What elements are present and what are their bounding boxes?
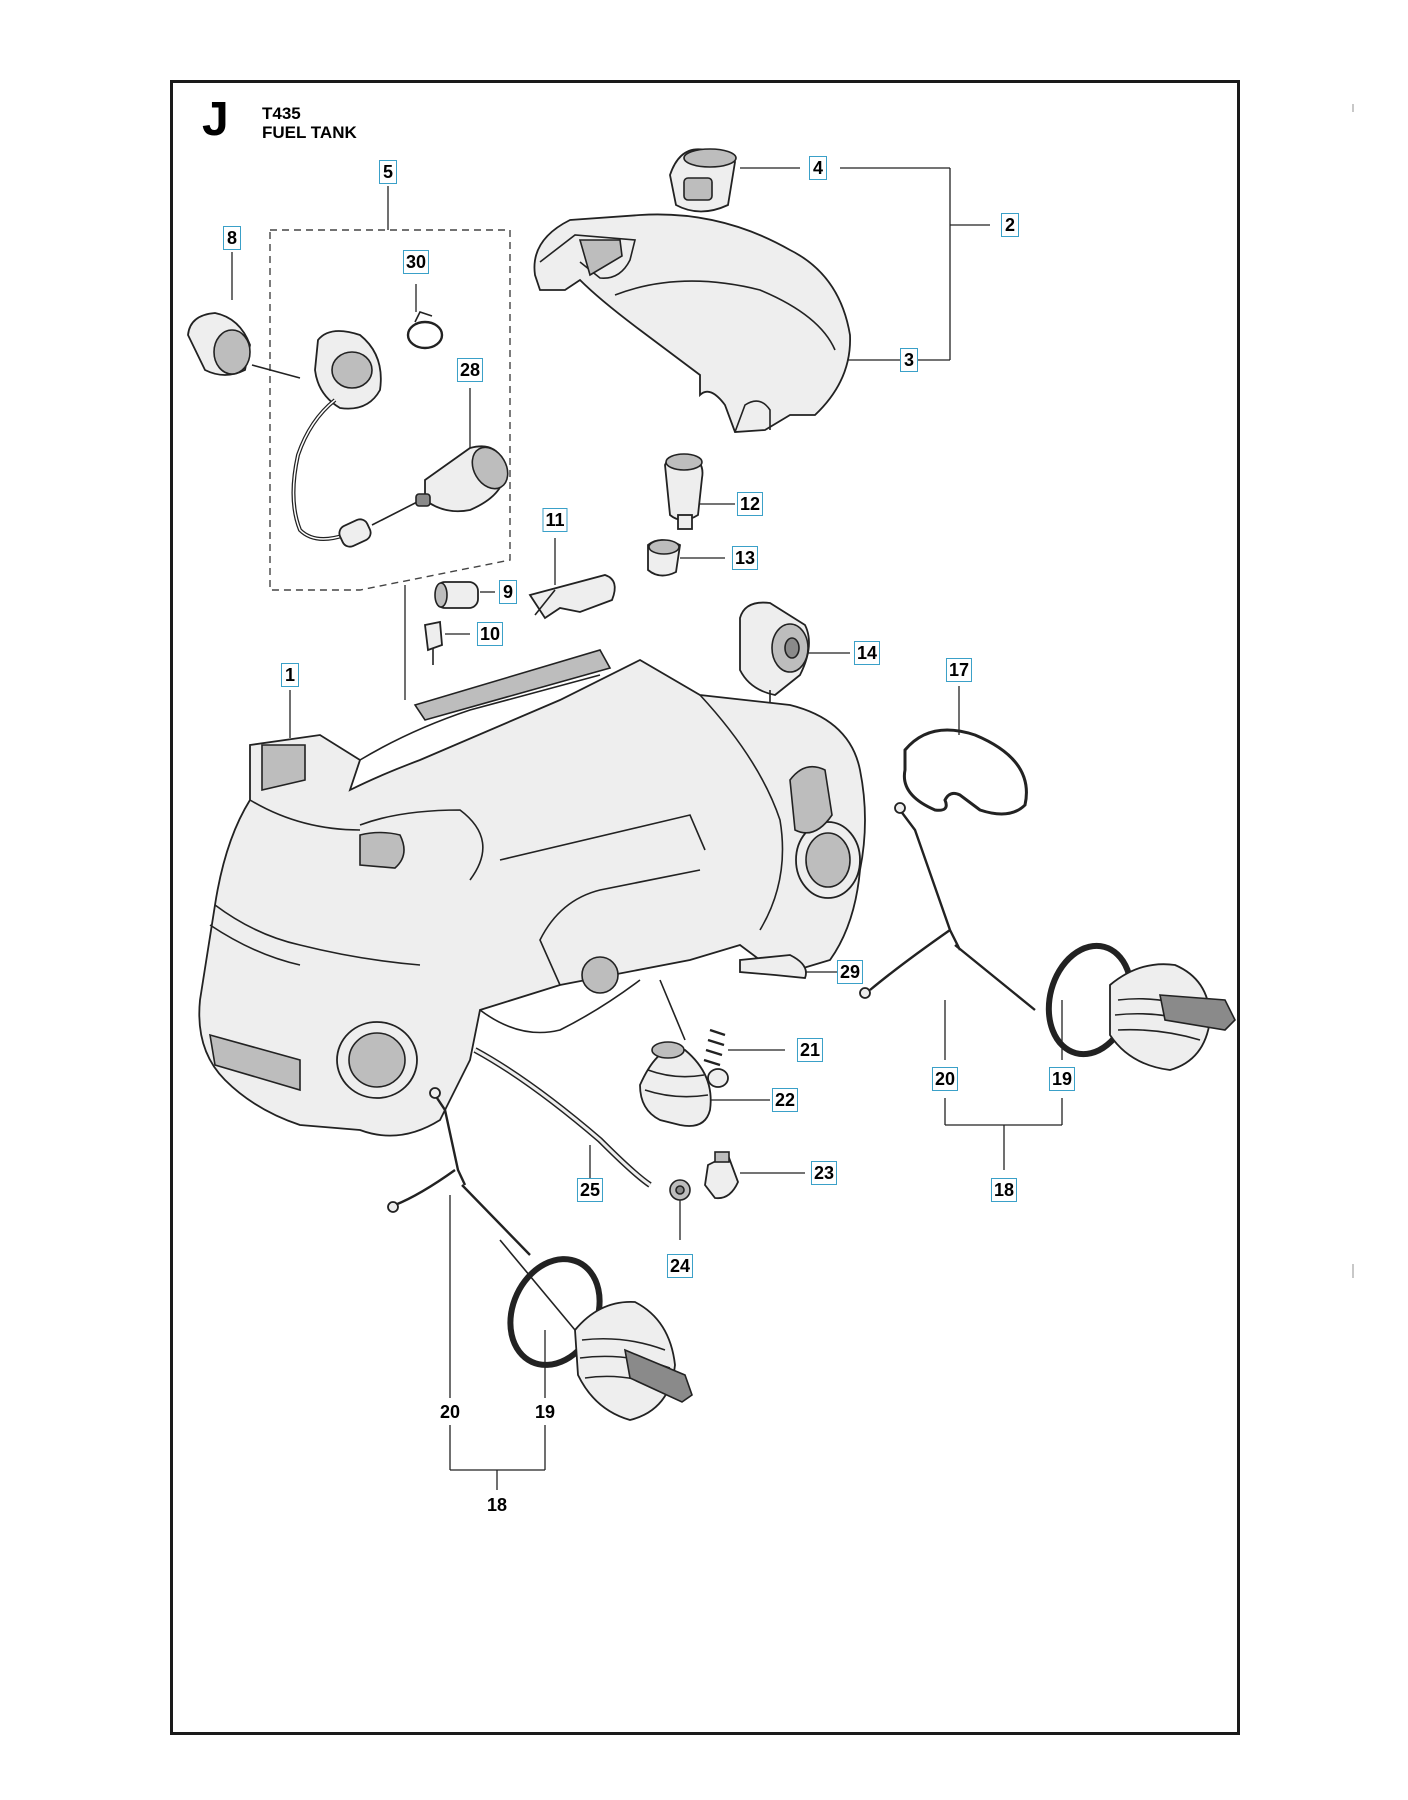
scan-artifact — [1352, 1264, 1354, 1278]
part-4-plug — [669, 148, 737, 213]
part-14-mount — [739, 601, 810, 800]
part-5-fuel-hose-kit — [291, 330, 509, 548]
part-21-screw — [703, 1028, 729, 1088]
callout-28: 28 — [456, 358, 484, 382]
callout-29: 29 — [836, 960, 864, 984]
part-20-strap-right — [859, 802, 1036, 1011]
callout-20-right: 20 — [931, 1067, 959, 1091]
callout-10: 10 — [476, 622, 504, 646]
part-12-cap-valve — [664, 453, 704, 530]
callout-13: 13 — [731, 546, 759, 570]
callout-20-left: 20 — [439, 1402, 461, 1422]
part-13-seal — [647, 539, 681, 577]
callout-11: 11 — [542, 508, 568, 532]
part-10-nipple — [424, 620, 443, 665]
part-23-connector — [704, 1151, 739, 1200]
part-20-strap-left — [387, 1087, 531, 1256]
part-24-nut — [669, 1179, 691, 1201]
callout-3: 3 — [900, 348, 918, 372]
scan-artifact — [1352, 104, 1354, 112]
callout-18-left: 18 — [486, 1495, 508, 1515]
diagram-title: FUEL TANK — [262, 123, 357, 142]
part-11-bracket — [528, 574, 616, 620]
callout-1: 1 — [281, 663, 299, 687]
part-25-fuel-line — [473, 1047, 652, 1188]
callout-12: 12 — [736, 492, 764, 516]
callout-8: 8 — [223, 226, 241, 250]
part-17-gasket — [902, 728, 1028, 816]
callout-22: 22 — [771, 1088, 799, 1112]
callout-5: 5 — [379, 160, 397, 184]
callout-2: 2 — [1001, 213, 1019, 237]
part-1-fuel-tank — [198, 649, 866, 1137]
callout-17: 17 — [945, 658, 973, 682]
callout-19-right: 19 — [1048, 1067, 1076, 1091]
diagram-frame — [170, 80, 1240, 1735]
callout-30: 30 — [402, 250, 430, 274]
callout-19-left: 19 — [534, 1402, 556, 1422]
callout-9: 9 — [499, 580, 517, 604]
callout-25: 25 — [576, 1178, 604, 1202]
callout-14: 14 — [853, 641, 881, 665]
model-name: T435 — [262, 104, 301, 123]
callout-4: 4 — [809, 156, 827, 180]
part-18-cap-right — [1109, 963, 1236, 1071]
callout-24: 24 — [666, 1254, 694, 1278]
part-22-boot — [639, 979, 712, 1127]
part-29-bracket — [739, 954, 807, 979]
part-8-valve — [187, 312, 301, 379]
callout-23: 23 — [810, 1161, 838, 1185]
part-30-clamp — [406, 311, 444, 350]
part-2-handle-cover — [533, 213, 851, 433]
part-9-grommet — [434, 581, 479, 609]
part-18-cap-left — [499, 1239, 693, 1421]
callout-18-right: 18 — [990, 1178, 1018, 1202]
section-letter: J — [202, 93, 229, 146]
callout-21: 21 — [796, 1038, 824, 1062]
